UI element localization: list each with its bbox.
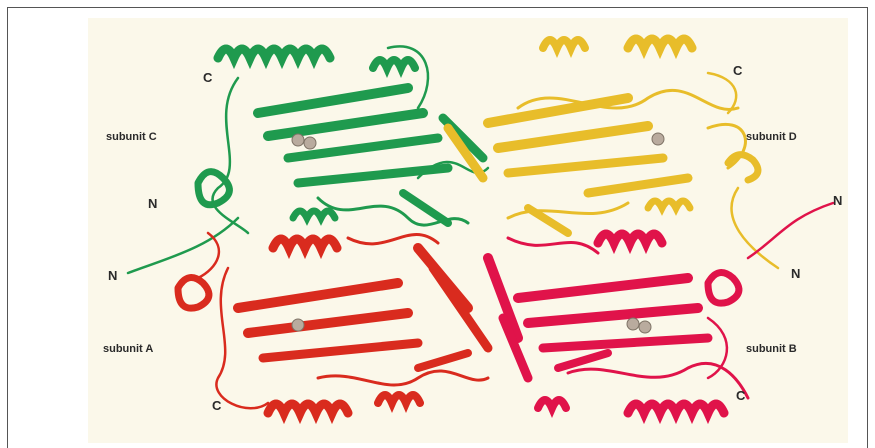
- label-n-terminus-right-lower: N: [791, 266, 800, 281]
- label-c-terminus-bottom-left: C: [212, 398, 221, 413]
- label-subunit-a: subunit A: [103, 343, 153, 355]
- subunit-a-ribbon: [178, 233, 488, 413]
- subunit-b-ribbon: [488, 203, 833, 413]
- label-subunit-b: subunit B: [746, 343, 797, 355]
- label-n-terminus-right-upper: N: [833, 193, 842, 208]
- label-c-terminus-top-right: C: [733, 63, 742, 78]
- label-c-terminus-top-left: C: [203, 70, 212, 85]
- label-c-terminus-bottom-right: C: [736, 388, 745, 403]
- protein-ribbon-art: [88, 18, 848, 443]
- label-subunit-c: subunit C: [106, 131, 157, 143]
- label-n-terminus-left-lower: N: [108, 268, 117, 283]
- label-n-terminus-left-upper: N: [148, 196, 157, 211]
- figure-frame: subunit C subunit D subunit A subunit B …: [7, 7, 868, 448]
- protein-structure-figure: subunit C subunit D subunit A subunit B …: [88, 18, 848, 443]
- label-subunit-d: subunit D: [746, 131, 797, 143]
